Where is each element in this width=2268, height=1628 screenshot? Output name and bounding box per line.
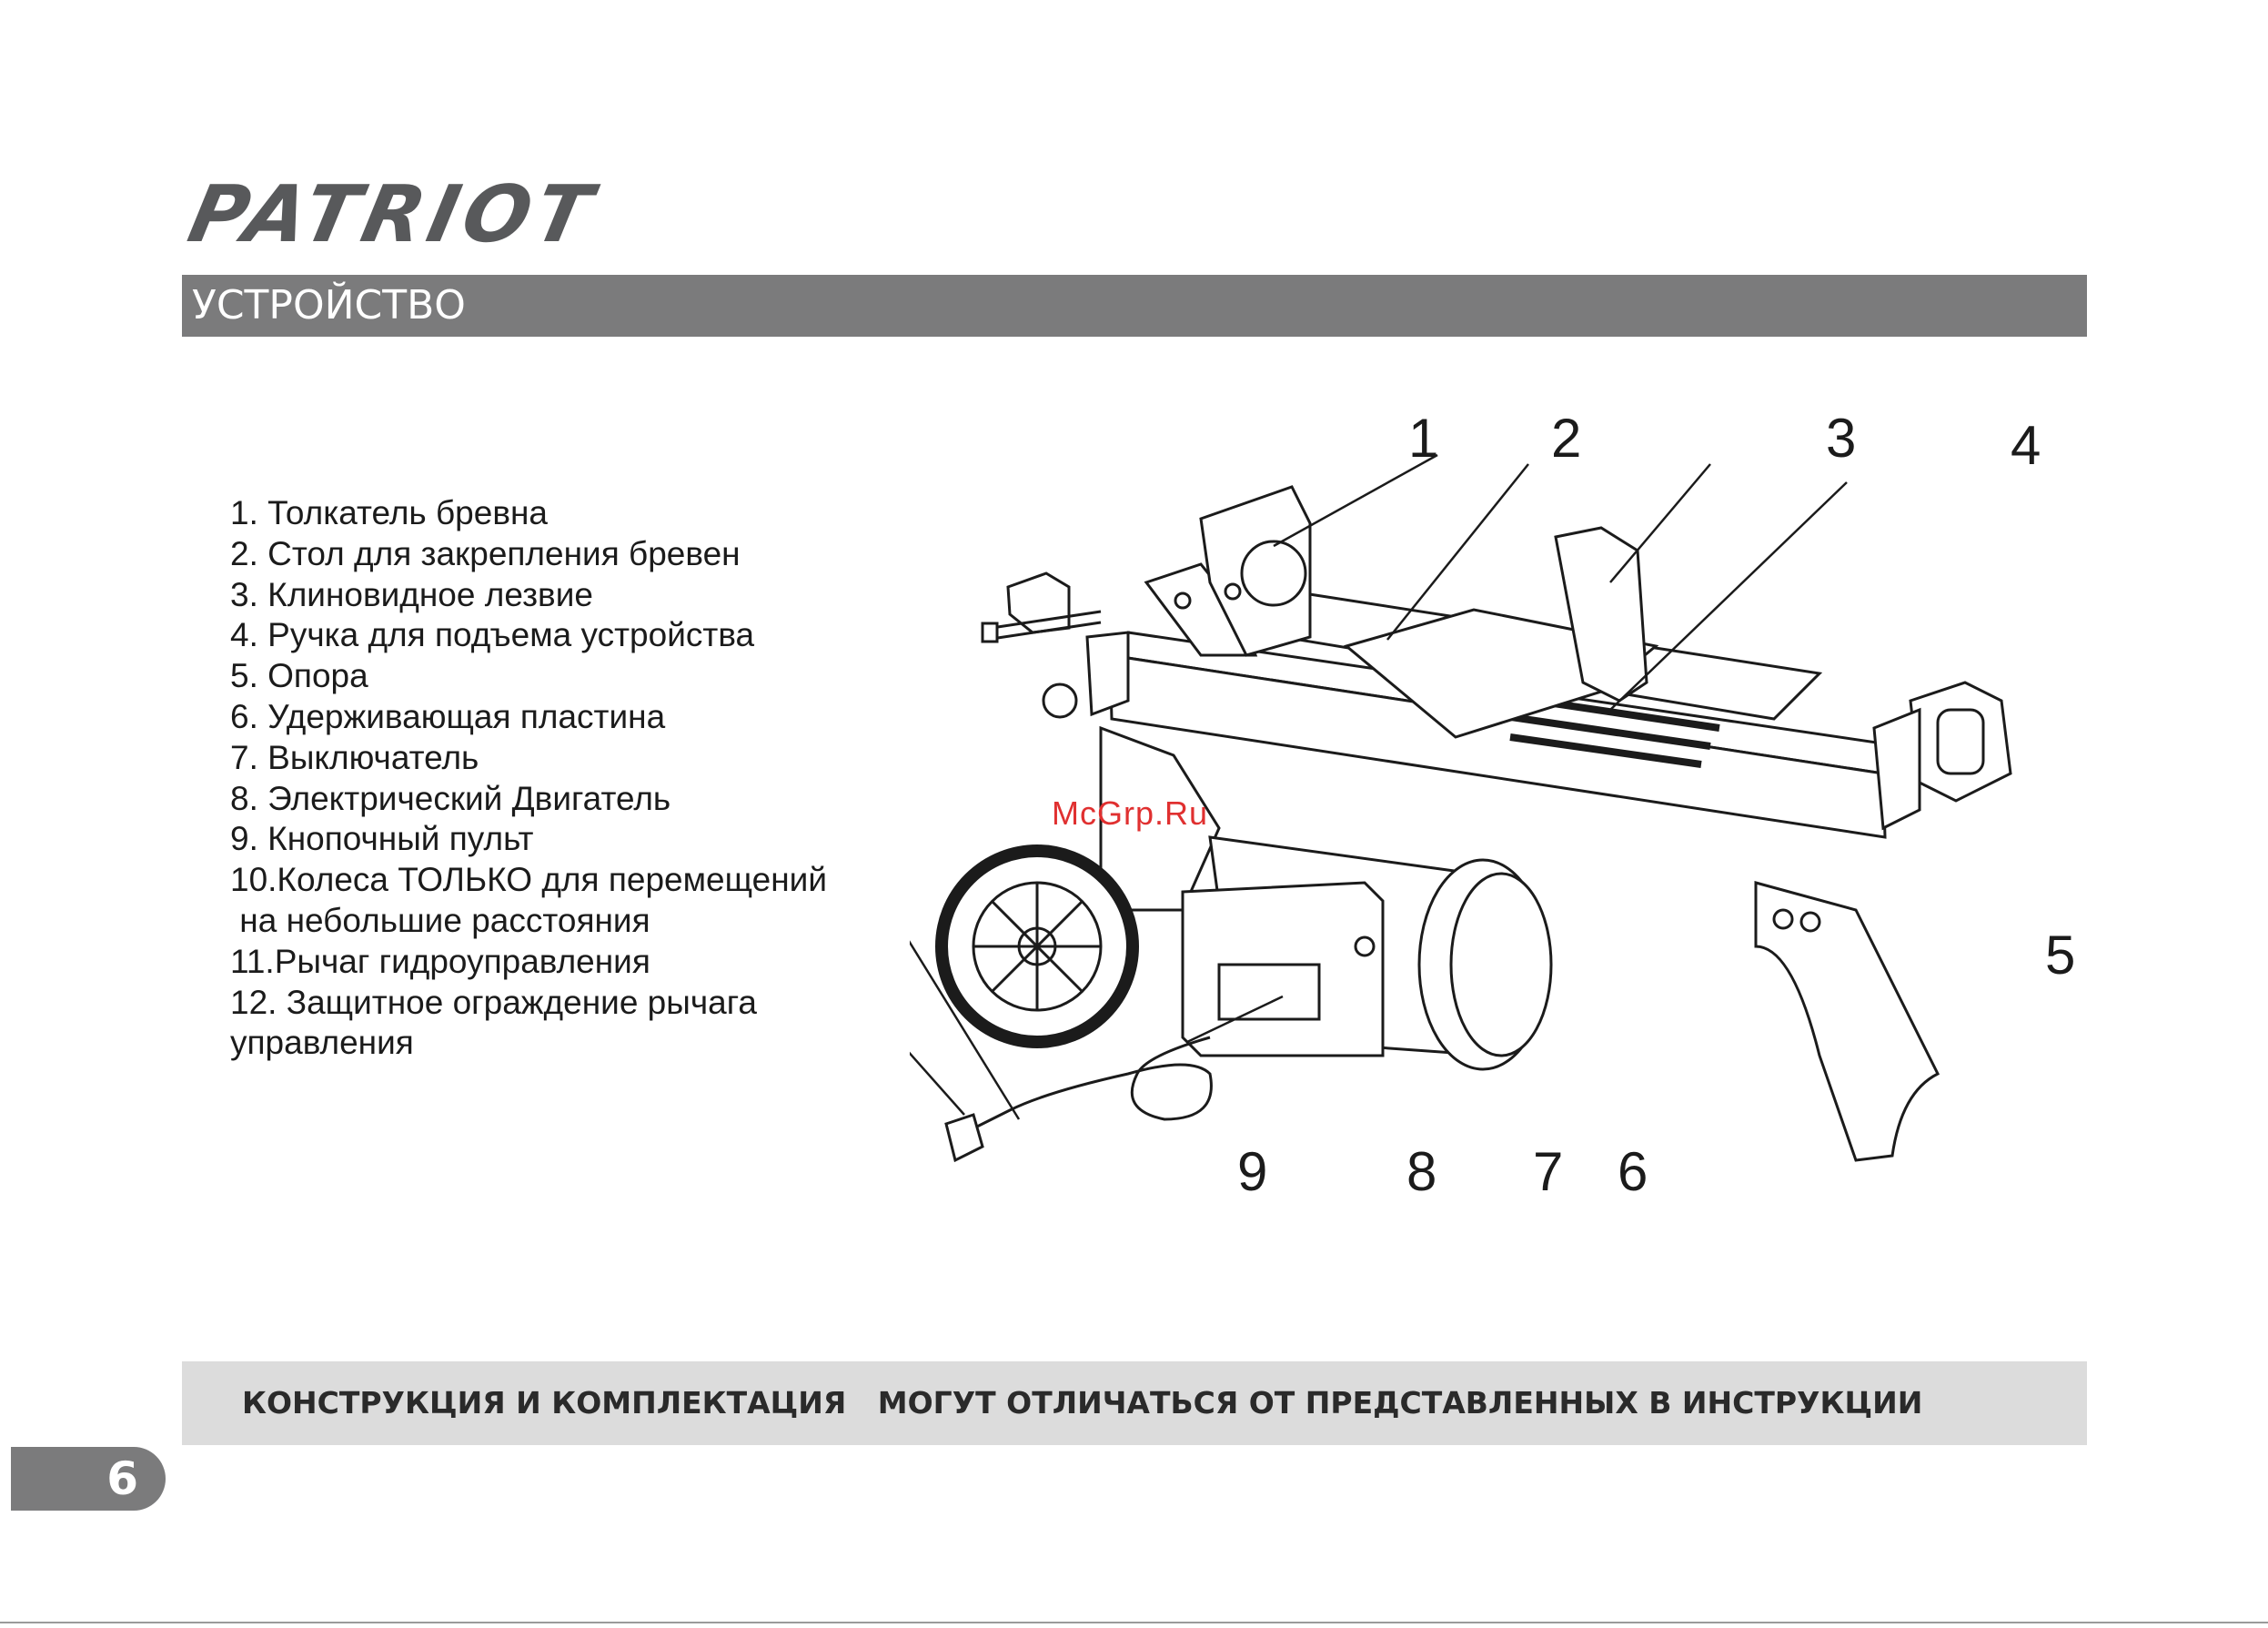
- leader-lines: [910, 453, 1848, 1120]
- page-number-tab: 6: [11, 1447, 166, 1511]
- callout-9: 9: [1237, 1141, 1267, 1202]
- legend-item: 10.Колеса ТОЛЬКО для перемещений: [230, 861, 827, 899]
- log-splitter-diagram: 1 2 3 4 5 6 7 8 9 10 11 12: [910, 408, 2075, 1202]
- pusher-bolt: [1224, 582, 1242, 601]
- wedge-blade-drawing: [1554, 526, 1648, 703]
- legend-item: 6. Удерживающая пластина: [230, 697, 666, 735]
- callout-2: 2: [1551, 408, 1581, 469]
- legend-item: 5. Опора: [230, 657, 368, 695]
- legend-item: 9. Кнопочный пульт: [230, 820, 534, 858]
- switch-drawing: [1354, 935, 1376, 957]
- legend-item: управления: [230, 1024, 414, 1062]
- notice-text: КОНСТРУКЦИЯ И КОМПЛЕКТАЦИЯ МОГУТ ОТЛИЧАТ…: [242, 1385, 1923, 1421]
- parts-legend: 1. Толкатель бревна 2. Стол для закрепле…: [230, 493, 922, 1064]
- legend-item: 12. Защитное ограждение рычага: [230, 983, 757, 1021]
- section-header-bar: УСТРОЙСТВО: [182, 275, 2087, 337]
- callout-6: 6: [1618, 1141, 1648, 1202]
- beam-end-left: [1085, 631, 1130, 717]
- legend-item: 3. Клиновидное лезвие: [230, 575, 593, 613]
- legend-item: 7. Выключатель: [230, 738, 479, 776]
- lever-pivot-bolt: [1042, 683, 1078, 719]
- callout-4: 4: [2011, 415, 2041, 476]
- panel-label: [1217, 963, 1321, 1021]
- legend-item: 1. Толкатель бревна: [230, 494, 549, 531]
- callout-1: 1: [1408, 408, 1438, 469]
- power-plug: [944, 1113, 984, 1163]
- pusher-bolt: [1174, 592, 1192, 610]
- wheel-spokes: [973, 883, 1101, 1010]
- legend-item: 4. Ручка для подъема устройства: [230, 616, 755, 654]
- hydraulic-lever-drawing: [991, 610, 1102, 641]
- callout-8: 8: [1406, 1141, 1436, 1202]
- leg-hole: [1772, 908, 1794, 930]
- leg-hole: [1799, 911, 1821, 933]
- handle-grip: [1936, 708, 1985, 775]
- watermark: McGrp.Ru: [1052, 794, 1209, 832]
- legend-item: на небольшие расстояния: [230, 901, 650, 939]
- callout-7: 7: [1533, 1141, 1563, 1202]
- notice-bar: КОНСТРУКЦИЯ И КОМПЛЕКТАЦИЯ МОГУТ ОТЛИЧАТ…: [182, 1361, 2087, 1445]
- legend-item: 11.Рычаг гидроуправления: [230, 942, 650, 980]
- page-number: 6: [106, 1452, 138, 1505]
- table-slot: [1491, 711, 1711, 750]
- pusher-ring: [1240, 540, 1307, 607]
- callout-3: 3: [1826, 408, 1856, 469]
- callout-5: 5: [2045, 925, 2075, 986]
- beam-end-right: [1872, 707, 1921, 831]
- bottom-rule: [0, 1622, 2268, 1623]
- support-leg-drawing: [1754, 881, 1940, 1162]
- power-cord: [973, 1036, 1213, 1130]
- motor-end-face: [1449, 872, 1553, 1057]
- patriot-logo: PATRIOT: [181, 169, 605, 260]
- lever-knob: [981, 622, 999, 643]
- section-title: УСТРОЙСТВО: [192, 282, 466, 329]
- table-slot: [1509, 733, 1702, 768]
- legend-item: 2. Стол для закрепления бревен: [230, 534, 741, 572]
- legend-item: 8. Электрический Двигатель: [230, 779, 671, 817]
